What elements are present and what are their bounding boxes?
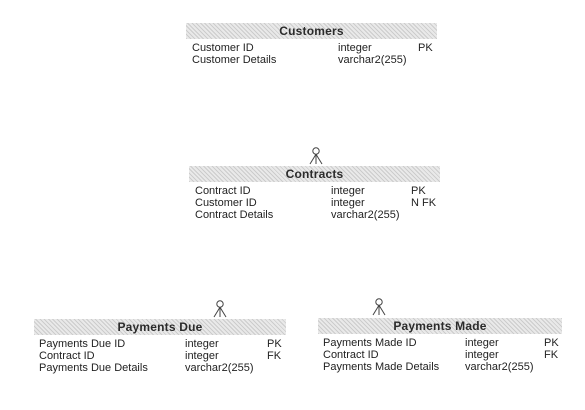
attribute-name: Payments Due ID [39,338,126,350]
attribute-type: integer [331,185,365,197]
attribute-name: Contract Details [195,209,274,221]
entity-contracts-attributes: Contract ID integer PK Customer ID integ… [189,182,440,221]
attribute-row: Contract Details varchar2(255) [189,209,440,221]
attribute-row: Customer ID integer N FK [189,197,440,209]
attribute-key: PK [267,338,282,350]
attribute-row: Customer Details varchar2(255) [186,54,437,66]
attribute-key: FK [544,349,559,361]
relationship-contracts-payments-made [372,298,386,316]
attribute-name: Payments Made ID [323,337,417,349]
attribute-row: Payments Made Details varchar2(255) [318,361,562,373]
attribute-type: varchar2(255) [185,362,254,374]
attribute-name: Payments Due Details [39,362,148,374]
attribute-name: Customer ID [192,42,254,54]
relationship-customers-contracts [309,147,323,165]
entity-payments-due-title: Payments Due [34,319,286,335]
attribute-name: Contract ID [195,185,251,197]
attribute-name: Contract ID [39,350,95,362]
entity-contracts[interactable]: Contracts Contract ID integer PK Custome… [189,166,440,221]
entity-payments-due-attributes: Payments Due ID integer PK Contract ID i… [34,335,286,374]
attribute-type: integer [465,349,499,361]
attribute-key: N FK [411,197,437,209]
attribute-name: Customer ID [195,197,257,209]
entity-contracts-title: Contracts [189,166,440,182]
entity-payments-due[interactable]: Payments Due Payments Due ID integer PK … [34,319,286,374]
entity-customers-attributes: Customer ID integer PK Customer Details … [186,39,437,66]
entity-customers-title: Customers [186,23,437,39]
attribute-type: varchar2(255) [465,361,534,373]
attribute-row: Payments Due ID integer PK [34,338,286,350]
entity-payments-made-title: Payments Made [318,318,562,334]
entity-payments-made-attributes: Payments Made ID integer PK Contract ID … [318,334,562,373]
attribute-key: PK [411,185,426,197]
attribute-row: Contract ID integer FK [318,349,562,361]
attribute-type: integer [185,350,219,362]
attribute-name: Customer Details [192,54,277,66]
attribute-row: Customer ID integer PK [186,42,437,54]
attribute-name: Contract ID [323,349,379,361]
relationship-contracts-payments-due [213,300,227,318]
attribute-type: integer [338,42,372,54]
attribute-type: integer [331,197,365,209]
attribute-type: varchar2(255) [338,54,407,66]
attribute-row: Contract ID integer FK [34,350,286,362]
attribute-row: Contract ID integer PK [189,185,440,197]
attribute-row: Payments Due Details varchar2(255) [34,362,286,374]
attribute-key: FK [267,350,282,362]
entity-payments-made[interactable]: Payments Made Payments Made ID integer P… [318,318,562,373]
attribute-type: varchar2(255) [331,209,400,221]
attribute-key: PK [418,42,433,54]
attribute-key: PK [544,337,559,349]
attribute-type: integer [185,338,219,350]
attribute-type: integer [465,337,499,349]
entity-customers[interactable]: Customers Customer ID integer PK Custome… [186,23,437,66]
attribute-row: Payments Made ID integer PK [318,337,562,349]
attribute-name: Payments Made Details [323,361,440,373]
